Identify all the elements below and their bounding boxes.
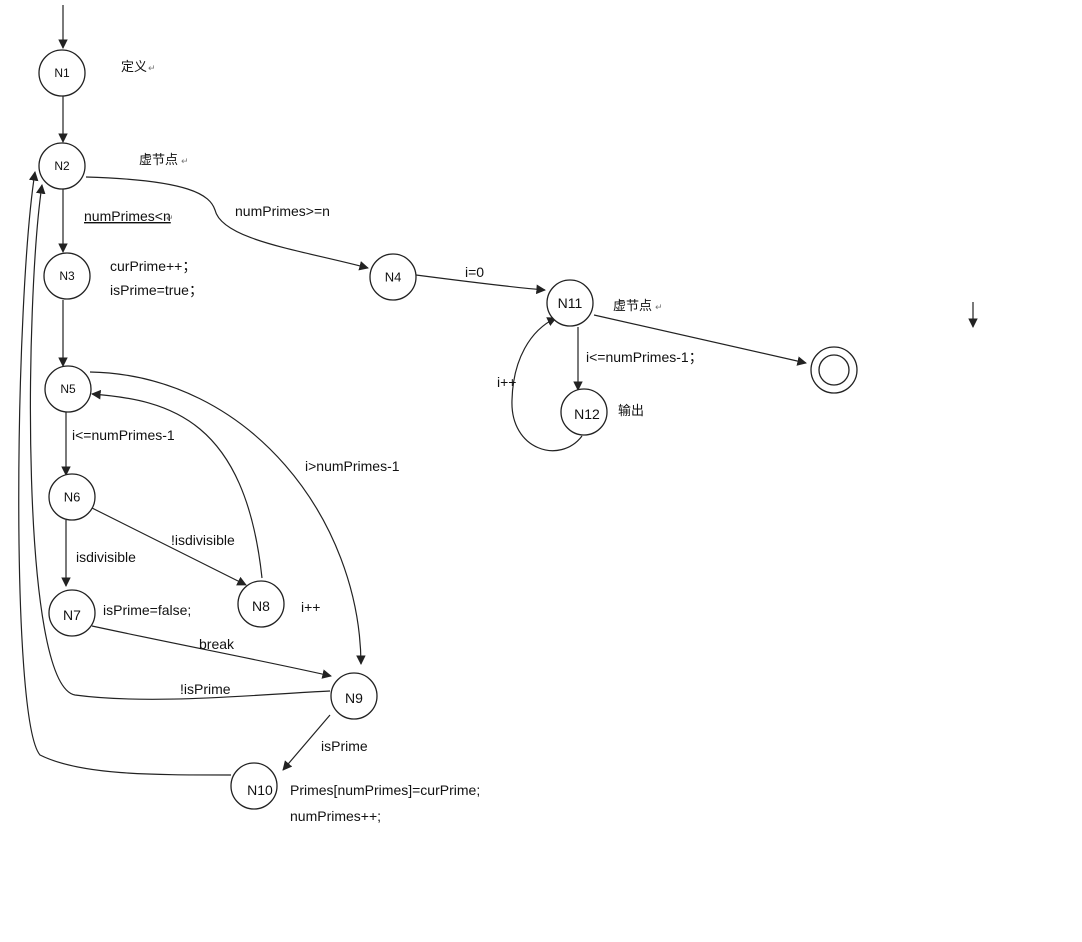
node-n1: N1	[38, 49, 86, 97]
n2-annotation: 虚节点	[139, 153, 178, 168]
node-n7: N7	[48, 589, 96, 637]
node-n3: N3	[43, 252, 91, 300]
n3-annotation-line1: curPrime++；	[110, 258, 196, 275]
node-n10-label: N10	[247, 782, 273, 798]
node-n4: N4	[369, 253, 417, 301]
node-n3-label: N3	[59, 269, 75, 283]
n12-annotation: 输出	[618, 403, 644, 419]
n3-annotation-line2: isPrime=true；	[110, 282, 203, 299]
node-n6-label: N6	[64, 490, 81, 505]
edge-label-n2-n4: numPrimes>=n	[235, 203, 330, 219]
node-n10: N10	[230, 762, 278, 810]
edge-label-n9-n2: !isPrime	[180, 681, 231, 697]
edge-label-n7-n9: break	[199, 636, 235, 652]
edge-n12-n11	[511, 317, 583, 452]
edge-n8-n5	[91, 389, 263, 579]
return-mark: ↵	[148, 64, 156, 74]
n8-annotation: i++	[301, 599, 320, 615]
edge-n5-n9	[89, 371, 366, 665]
edge-label-n2-n3: numPrimes<n	[84, 208, 171, 224]
node-n8-label: N8	[252, 598, 270, 614]
n10-annotation-line2: numPrimes++;	[290, 808, 381, 824]
node-n2-label: N2	[54, 159, 70, 173]
return-mark: ↵	[655, 303, 663, 313]
edge-label-n4-n11: i=0	[465, 264, 484, 280]
return-mark: ↵	[181, 157, 189, 167]
edge-label-n6-n8: !isdivisible	[171, 532, 235, 548]
node-n12: N12	[560, 388, 608, 436]
return-mark: ↵	[166, 214, 174, 224]
node-n4-label: N4	[385, 270, 402, 285]
edge-label-n5-n6: i<=numPrimes-1	[72, 427, 175, 443]
node-n9: N9	[330, 672, 378, 720]
node-n7-label: N7	[63, 607, 81, 623]
node-n12-label: N12	[574, 406, 600, 422]
node-n11: N11	[546, 279, 594, 327]
edge-n9-n2	[29, 184, 331, 700]
n1-annotation: 定义	[121, 60, 147, 75]
final-state-node	[810, 346, 858, 394]
edge-label-n12-n11: i++	[497, 374, 516, 390]
node-n5-label: N5	[60, 382, 76, 396]
edge-n7-n9	[91, 625, 332, 679]
node-n9-label: N9	[345, 690, 363, 706]
edge-label-n6-n7: isdivisible	[76, 549, 136, 565]
edge-n6-n8	[91, 507, 247, 586]
n10-annotation-line1: Primes[numPrimes]=curPrime;	[290, 782, 480, 798]
edge-n4-n11	[415, 274, 546, 295]
node-n5: N5	[44, 365, 92, 413]
node-n2: N2	[38, 142, 86, 190]
edge-n2-n4	[85, 176, 369, 271]
edge-n9-n10	[282, 714, 331, 771]
n11-annotation: 虚节点	[613, 299, 652, 314]
node-n8: N8	[237, 580, 285, 628]
edge-label-n9-n10: isPrime	[321, 738, 368, 754]
node-n1-label: N1	[54, 66, 70, 80]
node-n6: N6	[48, 473, 96, 521]
n7-annotation: isPrime=false;	[103, 602, 191, 618]
node-n11-label: N11	[558, 295, 583, 311]
edge-label-n11-n12: i<=numPrimes-1；	[586, 349, 703, 366]
edge-label-n5-n9: i>numPrimes-1	[305, 458, 400, 474]
edge-n11-exit	[593, 314, 807, 366]
edge-n10-n2	[18, 171, 232, 776]
